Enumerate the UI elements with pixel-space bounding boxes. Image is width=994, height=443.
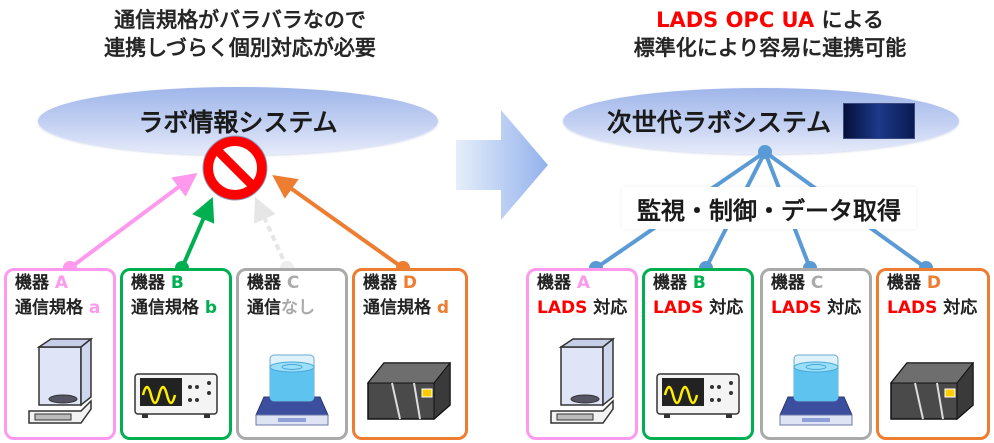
instrument-box-icon xyxy=(355,353,465,423)
device-id: A xyxy=(576,273,591,293)
lads-tag: LADS xyxy=(771,298,822,318)
device-id: B xyxy=(692,273,706,293)
right-device-c: 機器 C LADS 対応 xyxy=(760,268,872,440)
prohibited-icon xyxy=(202,135,268,201)
lads-tag: LADS xyxy=(887,298,938,318)
lads-opc-ua-highlight: LADS OPC UA xyxy=(656,8,815,32)
lads-tag: LADS xyxy=(537,298,588,318)
left-device-d: 機器 D 通信規格 d xyxy=(352,268,468,440)
data-visual-thumbnail-icon xyxy=(843,103,916,139)
instrument-box-icon xyxy=(879,353,987,423)
device-id: B xyxy=(170,273,184,293)
left-device-c: 機器 C 通信なし xyxy=(236,268,348,440)
right-device-d: 機器 D LADS 対応 xyxy=(876,268,990,440)
device-id: C xyxy=(286,273,300,293)
device-id: D xyxy=(402,273,418,293)
right-device-a: 機器 A LADS 対応 xyxy=(526,268,638,440)
right-arrow-icon xyxy=(456,110,548,220)
arrow-device-c xyxy=(253,197,289,269)
lab-info-system-label: ラボ情報システム xyxy=(138,108,338,137)
analytical-balance-icon xyxy=(529,337,635,429)
next-gen-lab-system-label: 次世代ラボシステム xyxy=(606,108,832,137)
left-device-b: 機器 B 通信規格 b xyxy=(120,268,232,440)
analytical-balance-icon xyxy=(7,337,113,429)
oscilloscope-icon xyxy=(645,373,751,419)
monitoring-control-label: 監視・制御・データ取得 xyxy=(622,187,916,229)
oscilloscope-icon xyxy=(123,373,229,419)
arrow-device-a xyxy=(68,172,198,270)
protocol-tag: b xyxy=(204,298,218,318)
lads-tag: LADS xyxy=(653,298,704,318)
arrow-device-d xyxy=(272,175,405,270)
left-device-a: 機器 A 通信規格 a xyxy=(4,268,116,440)
right-heading-line2: 標準化により容易に連携可能 xyxy=(633,36,907,60)
left-heading-line1: 通信規格がバラバラなので xyxy=(114,8,366,32)
left-heading: 通信規格がバラバラなので 連携しづらく個別対応が必要 xyxy=(40,6,440,62)
device-id: C xyxy=(810,273,824,293)
protocol-tag: なし xyxy=(281,298,315,318)
magnetic-stirrer-icon xyxy=(239,349,345,429)
protocol-tag: d xyxy=(436,298,450,318)
magnetic-stirrer-icon xyxy=(763,349,869,429)
device-id: A xyxy=(54,273,69,293)
arrow-device-b xyxy=(180,196,215,269)
right-device-b: 機器 B LADS 対応 xyxy=(642,268,754,440)
hub-dot xyxy=(758,145,772,159)
device-id: D xyxy=(926,273,942,293)
next-gen-lab-system-ellipse: 次世代ラボシステム xyxy=(563,88,959,154)
protocol-tag: a xyxy=(88,298,101,318)
left-heading-line2: 連携しづらく個別対応が必要 xyxy=(104,36,376,60)
right-heading: LADS OPC UA による 標準化により容易に連携可能 xyxy=(560,6,980,62)
